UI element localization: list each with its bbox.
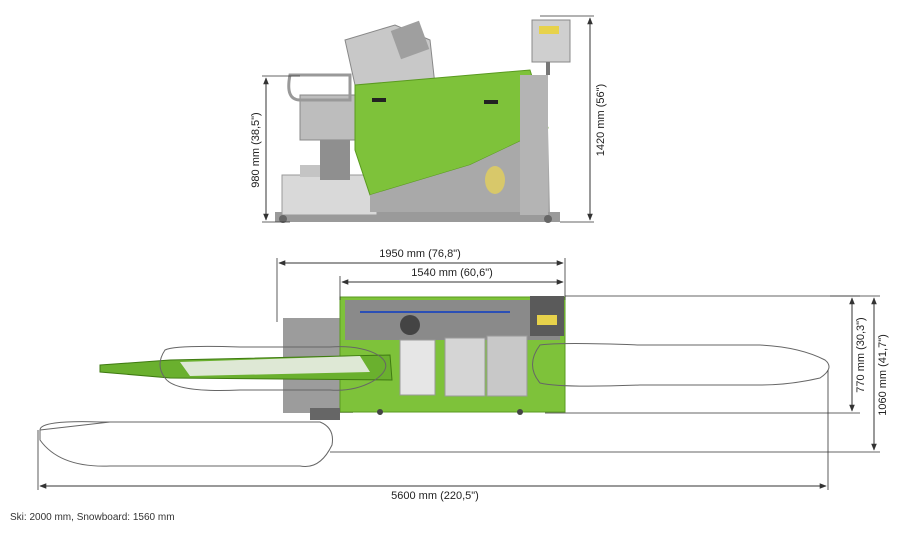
- snowboard-bottom: [39, 421, 333, 468]
- dim-1950: 1950 mm (76,8"): [276, 248, 566, 322]
- dim-1540: 1540 mm (60,6"): [339, 267, 564, 300]
- dim-5600: 5600 mm (220,5"): [37, 370, 829, 502]
- dim-1060: 1060 mm (41,7"): [330, 295, 889, 453]
- side-view-machine: [275, 19, 571, 223]
- dim-5600-label: 5600 mm (220,5"): [391, 490, 479, 502]
- dim-980-label: 980 mm (38,5"): [250, 112, 262, 187]
- dim-1420-label: 1420 mm (56"): [595, 84, 607, 156]
- dim-1420: 1420 mm (56"): [540, 15, 607, 223]
- dim-770: 770 mm (30,3"): [545, 295, 867, 414]
- ski-graphic: [99, 354, 393, 381]
- dim-770-label: 770 mm (30,3"): [855, 317, 867, 392]
- caption-ski-snowboard: Ski: 2000 mm, Snowboard: 1560 mm: [10, 512, 175, 523]
- dim-1950-label: 1950 mm (76,8"): [379, 248, 461, 260]
- dim-980: 980 mm (38,5"): [250, 75, 300, 223]
- snowboard-top: [159, 343, 830, 391]
- dim-1060-label: 1060 mm (41,7"): [877, 334, 889, 416]
- dim-1540-label: 1540 mm (60,6"): [411, 267, 493, 279]
